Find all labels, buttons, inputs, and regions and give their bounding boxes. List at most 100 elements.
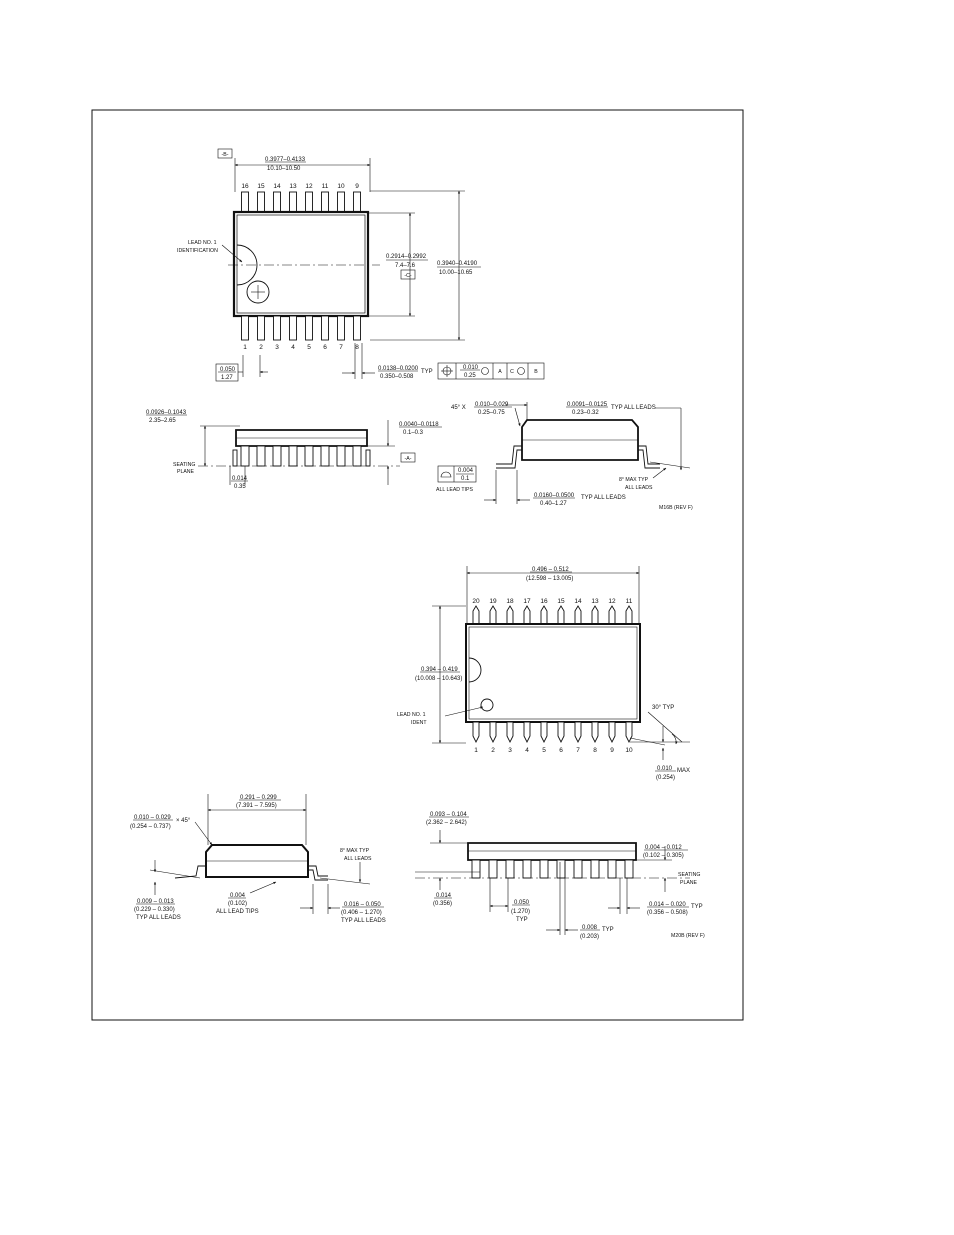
so20-width-bottom: (10.008 – 10.643)	[415, 676, 462, 682]
so16-fcf-cell-b: B	[534, 369, 538, 375]
so16-body-inner	[236, 214, 366, 314]
so16-top-pin-11: 11	[322, 183, 329, 190]
so20-bottom-lead	[608, 721, 616, 744]
so20-bottom-pin-6: 6	[559, 747, 563, 754]
so16-pin1-notch	[236, 244, 258, 286]
so16-bottom-lead	[305, 315, 313, 341]
so16-chamfer-top: 0.010–0.029	[475, 402, 509, 408]
so20-bottom-lead	[625, 721, 633, 744]
so20-width-top: 0.394 – 0.419	[421, 667, 458, 673]
so16-side-lead	[304, 445, 314, 467]
so20-top-lead	[540, 605, 548, 625]
so20-bottom-pin-10: 10	[625, 747, 633, 754]
so16-bottom-pin-4: 4	[291, 344, 295, 351]
so20-bottom-pin-2: 2	[491, 747, 495, 754]
so20-side-lead	[488, 859, 498, 879]
datum-a-box	[400, 452, 416, 463]
so20-leadw-suffix: TYP	[691, 904, 703, 910]
so16-top-pin-12: 12	[305, 183, 313, 190]
so20-top-lead	[608, 605, 616, 625]
profile-symbol-icon	[440, 471, 452, 478]
so20-tip-top: 0.010	[657, 766, 673, 772]
so16-top-pin-16: 16	[241, 183, 249, 190]
so16-seating-1: SEATING	[173, 462, 195, 468]
so20-body-inner	[468, 626, 638, 720]
so20-end-view: 0.291 – 0.299 (7.391 – 7.595) 0.010 – 0.…	[130, 794, 386, 924]
so20-standoff-top: 0.004 – 0.012	[645, 845, 682, 851]
so20-pitch-suffix: TYP	[516, 917, 528, 923]
so20-side-body	[467, 842, 637, 861]
so20-bottom-lead	[472, 721, 480, 744]
so20-side-lead	[607, 859, 617, 879]
so16-side-view: 0.0926–0.1043 2.35–2.65 SEATING PLANE 0.…	[146, 410, 442, 490]
so16-lead-thk2-bottom: 0.23–0.32	[572, 410, 599, 416]
so16-side-lead	[352, 445, 362, 467]
so20-bottom-lead	[574, 721, 582, 744]
so16-coplanar-frame	[437, 465, 477, 483]
so16-top-lead	[241, 191, 249, 213]
so20-leadw-bottom: (0.356 – 0.508)	[647, 910, 688, 916]
so16-standoff-bottom: 0.1–0.3	[403, 430, 424, 436]
so20-leadthk-bottom: (0.229 – 0.330)	[134, 907, 175, 913]
so16-pin1-dimple	[246, 280, 270, 304]
datum-a-label: -A-	[405, 456, 412, 462]
so16-top-pin-15: 15	[257, 183, 265, 190]
so20-side-lead	[573, 859, 583, 879]
so16-fcf-bottom: 0.25	[464, 373, 476, 379]
so16-width-dim-top: 0.3977–0.4133	[265, 157, 306, 163]
so20-tip-bottom: (0.254)	[656, 775, 675, 781]
so20-top-pin-16: 16	[540, 598, 548, 605]
so20-bottom-pin-4: 4	[525, 747, 529, 754]
so20-leadw2-suffix: TYP	[602, 927, 614, 933]
so20-coplanar-top: 0.004	[230, 893, 246, 899]
so16-top-pin-9: 9	[355, 183, 359, 190]
so20-bodyw-top: 0.291 – 0.299	[240, 795, 277, 801]
so20-bottom-pin-9: 9	[610, 747, 614, 754]
so20-side-lead	[539, 859, 549, 879]
so20-top-pin-14: 14	[574, 598, 582, 605]
so16-overall-dim-top: 0.3940–0.4190	[437, 261, 478, 267]
so16-top-lead	[273, 191, 281, 213]
so16-pitch-bottom: 1.27	[221, 375, 233, 381]
so20-bottom-lead	[523, 721, 531, 744]
so20-top-lead	[523, 605, 531, 625]
drawing-frame	[91, 109, 744, 1021]
so20-side-lead	[590, 859, 600, 879]
so16-bottom-pin-1: 1	[243, 344, 247, 351]
so16-top-lead	[321, 191, 329, 213]
so20-coplanar-bottom: (0.102)	[228, 901, 247, 907]
so16-seating-2: PLANE	[177, 469, 195, 475]
so16-side-lead	[320, 445, 330, 467]
so16-bottom-lead	[289, 315, 297, 341]
so16-coplanar-bottom: 0.1	[461, 476, 470, 482]
so20-leadw2-bottom: (0.203)	[580, 934, 599, 940]
so16-body-dim-top: 0.2914–0.2992	[386, 254, 427, 260]
so16-bottom-pin-8: 8	[355, 344, 359, 351]
so16-bottom-lead	[257, 315, 265, 341]
so20-chamfer-bottom: (0.254 – 0.737)	[130, 824, 171, 830]
so20-length-bottom: (12.598 – 13.005)	[526, 576, 573, 582]
so20-coplanar-label: ALL LEAD TIPS	[216, 909, 259, 915]
so20-top-lead	[574, 605, 582, 625]
so16-side-lead	[336, 445, 346, 467]
so20-leadthk-suffix: TYP ALL LEADS	[136, 915, 181, 921]
so20-top-lead	[557, 605, 565, 625]
so16-foot-suffix: TYP ALL LEADS	[581, 495, 626, 501]
so16-top-lead	[337, 191, 345, 213]
so16-bottom-lead	[353, 315, 361, 341]
so16-body-dim-bottom: 7.4–7.6	[395, 263, 416, 269]
so16-lead-thk2-suffix: TYP ALL LEADS	[611, 405, 656, 411]
so16-top-pin-10: 10	[337, 183, 345, 190]
so16-body-outer	[232, 210, 370, 318]
mmc-icon	[481, 367, 489, 375]
so20-angle-1: 8° MAX TYP	[340, 848, 370, 854]
so20-leadh-top: 0.014	[436, 893, 452, 899]
so16-leadthk-bottom: 0.35	[234, 484, 246, 490]
so20-bottom-lead	[591, 721, 599, 744]
so16-pitch-top: 0.050	[220, 367, 236, 373]
so16-bottom-pin-5: 5	[307, 344, 311, 351]
so16-lead-width-bottom: 0.350–0.508	[380, 374, 414, 380]
